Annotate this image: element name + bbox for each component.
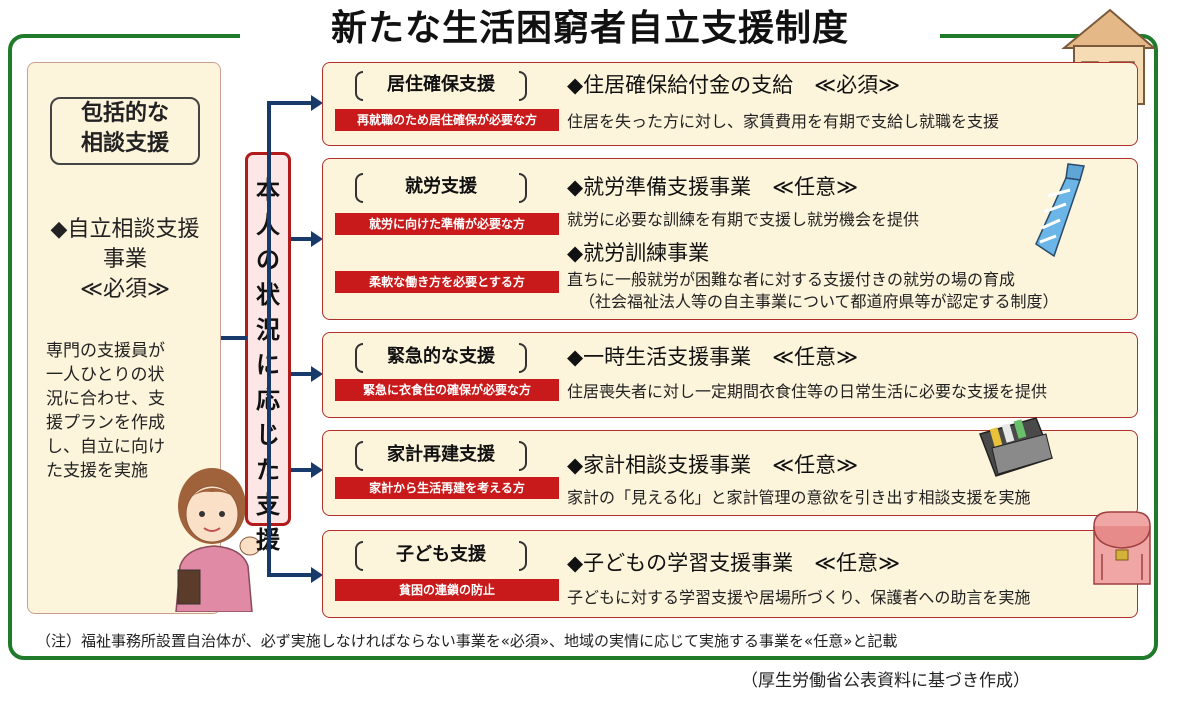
school-backpack-icon	[1093, 511, 1151, 585]
emergency-support-row: 緊急的な支援 緊急に衣食住の確保が必要な方 ◆一時生活支援事業 ≪任意≫ 住居喪…	[322, 332, 1138, 418]
service-desc: （社会福祉法人等の自主事業について都道府県等が認定する制度）	[579, 292, 1059, 311]
category-text: 居住確保支援	[387, 74, 495, 95]
category-label: 子ども支援	[355, 541, 527, 571]
counselor-illustration	[175, 468, 261, 612]
left-service-line3: ≪必須≫	[79, 277, 171, 302]
left-desc-line: 一人ひとりの状	[46, 365, 165, 385]
bracket-right	[519, 173, 527, 203]
service-name: ◆住居確保給付金の支給 ≪必須≫	[567, 73, 901, 97]
bracket-left	[355, 71, 363, 101]
child-support-row: 子ども支援 貧困の連鎖の防止 ◆子どもの学習支援事業 ≪任意≫ 子どもに対する学…	[322, 530, 1138, 618]
left-service-line2: 事業	[102, 247, 147, 272]
left-service-line1: ◆自立相談支援	[50, 217, 200, 242]
service-desc: 家計の「見える化」と家計管理の意欲を引き出す相談支援を実施	[567, 488, 1031, 507]
target-tag: 貧困の連鎖の防止	[335, 579, 559, 601]
connector-trunk	[267, 101, 271, 577]
left-desc-line: 専門の支援員が	[46, 341, 165, 361]
source-note: （厚生労働省公表資料に基づき作成）	[741, 671, 1030, 691]
arrow-shaft	[291, 372, 313, 376]
service-desc: 住居を失った方に対し、家賃費用を有期で支給し就職を支援	[567, 112, 1000, 131]
left-heading-line1: 包括的な	[80, 101, 169, 126]
heading-bracket	[50, 97, 200, 165]
target-tag: 就労に向けた準備が必要な方	[335, 213, 559, 235]
employment-support-row: 就労支援 就労に向けた準備が必要な方 柔軟な働き方を必要とする方 ◆就労準備支援…	[322, 158, 1138, 320]
arrow-right-icon	[311, 462, 323, 478]
bracket-left	[355, 173, 363, 203]
housing-support-row: 居住確保支援 再就職のため居住確保が必要な方 ◆住居確保給付金の支給 ≪必須≫ …	[322, 62, 1138, 146]
bracket-right	[519, 71, 527, 101]
service-desc: 就労に必要な訓練を有期で支援し就労機会を提供	[567, 210, 920, 229]
arrow-right-icon	[311, 231, 323, 247]
service-desc: 住居喪失者に対し一定期間衣食住等の日常生活に必要な支援を提供	[567, 382, 1048, 401]
service-name: ◆家計相談支援事業 ≪任意≫	[567, 453, 859, 477]
left-desc-line: 況に合わせ、支	[46, 389, 165, 409]
left-desc-line: 援プランを作成	[46, 413, 165, 433]
category-text: 子ども支援	[396, 544, 486, 565]
arrow-right-icon	[311, 567, 323, 583]
category-text: 就労支援	[405, 176, 477, 197]
bracket-left	[355, 343, 363, 373]
bracket-left	[355, 441, 363, 471]
service-name: ◆就労準備支援事業 ≪任意≫	[567, 175, 859, 199]
category-label: 家計再建支援	[355, 441, 527, 471]
arrow-shaft	[267, 573, 313, 577]
left-desc-line: し、自立に向け	[46, 437, 165, 457]
bracket-right	[519, 343, 527, 373]
bracket-right	[519, 541, 527, 571]
category-label: 居住確保支援	[355, 71, 527, 101]
category-label: 就労支援	[355, 173, 527, 203]
service-name: ◆一時生活支援事業 ≪任意≫	[567, 345, 859, 369]
left-desc-line: た支援を実施	[46, 461, 148, 481]
necktie-icon	[1035, 163, 1085, 258]
target-tag: 家計から生活再建を考える方	[335, 477, 559, 499]
category-text: 緊急的な支援	[387, 346, 495, 367]
left-heading-line2: 相談支援	[80, 131, 169, 156]
target-tag: 緊急に衣食住の確保が必要な方	[335, 379, 559, 401]
bracket-right	[519, 441, 527, 471]
arrow-shaft	[267, 101, 313, 105]
arrow-right-icon	[311, 95, 323, 111]
arrow-shaft	[291, 468, 313, 472]
target-tag: 柔軟な働き方を必要とする方	[335, 271, 559, 293]
left-description: 専門の支援員が 一人ひとりの状 況に合わせ、支 援プランを作成 し、自立に向け …	[46, 339, 210, 483]
service-desc: 子どもに対する学習支援や居場所づくり、保護者への助言を実施	[567, 588, 1031, 607]
service-name: ◆子どもの学習支援事業 ≪任意≫	[567, 551, 901, 575]
service-name: ◆就労訓練事業	[567, 241, 710, 265]
arrow-right-icon	[311, 366, 323, 382]
connector-left	[221, 336, 247, 340]
bracket-left	[355, 541, 363, 571]
wallet-icon	[979, 417, 1053, 477]
service-desc: 直ちに一般就労が困難な者に対する支援付きの就労の場の育成	[567, 270, 1016, 289]
target-tag: 再就職のため居住確保が必要な方	[335, 109, 559, 131]
category-text: 家計再建支援	[387, 444, 495, 465]
footnote: （注）福祉事務所設置自治体が、必ず実施しなければならない事業を«必須»、地域の実…	[36, 632, 898, 650]
arrow-shaft	[291, 237, 313, 241]
category-label: 緊急的な支援	[355, 343, 527, 373]
page-title: 新たな生活困窮者自立支援制度	[240, 2, 940, 56]
